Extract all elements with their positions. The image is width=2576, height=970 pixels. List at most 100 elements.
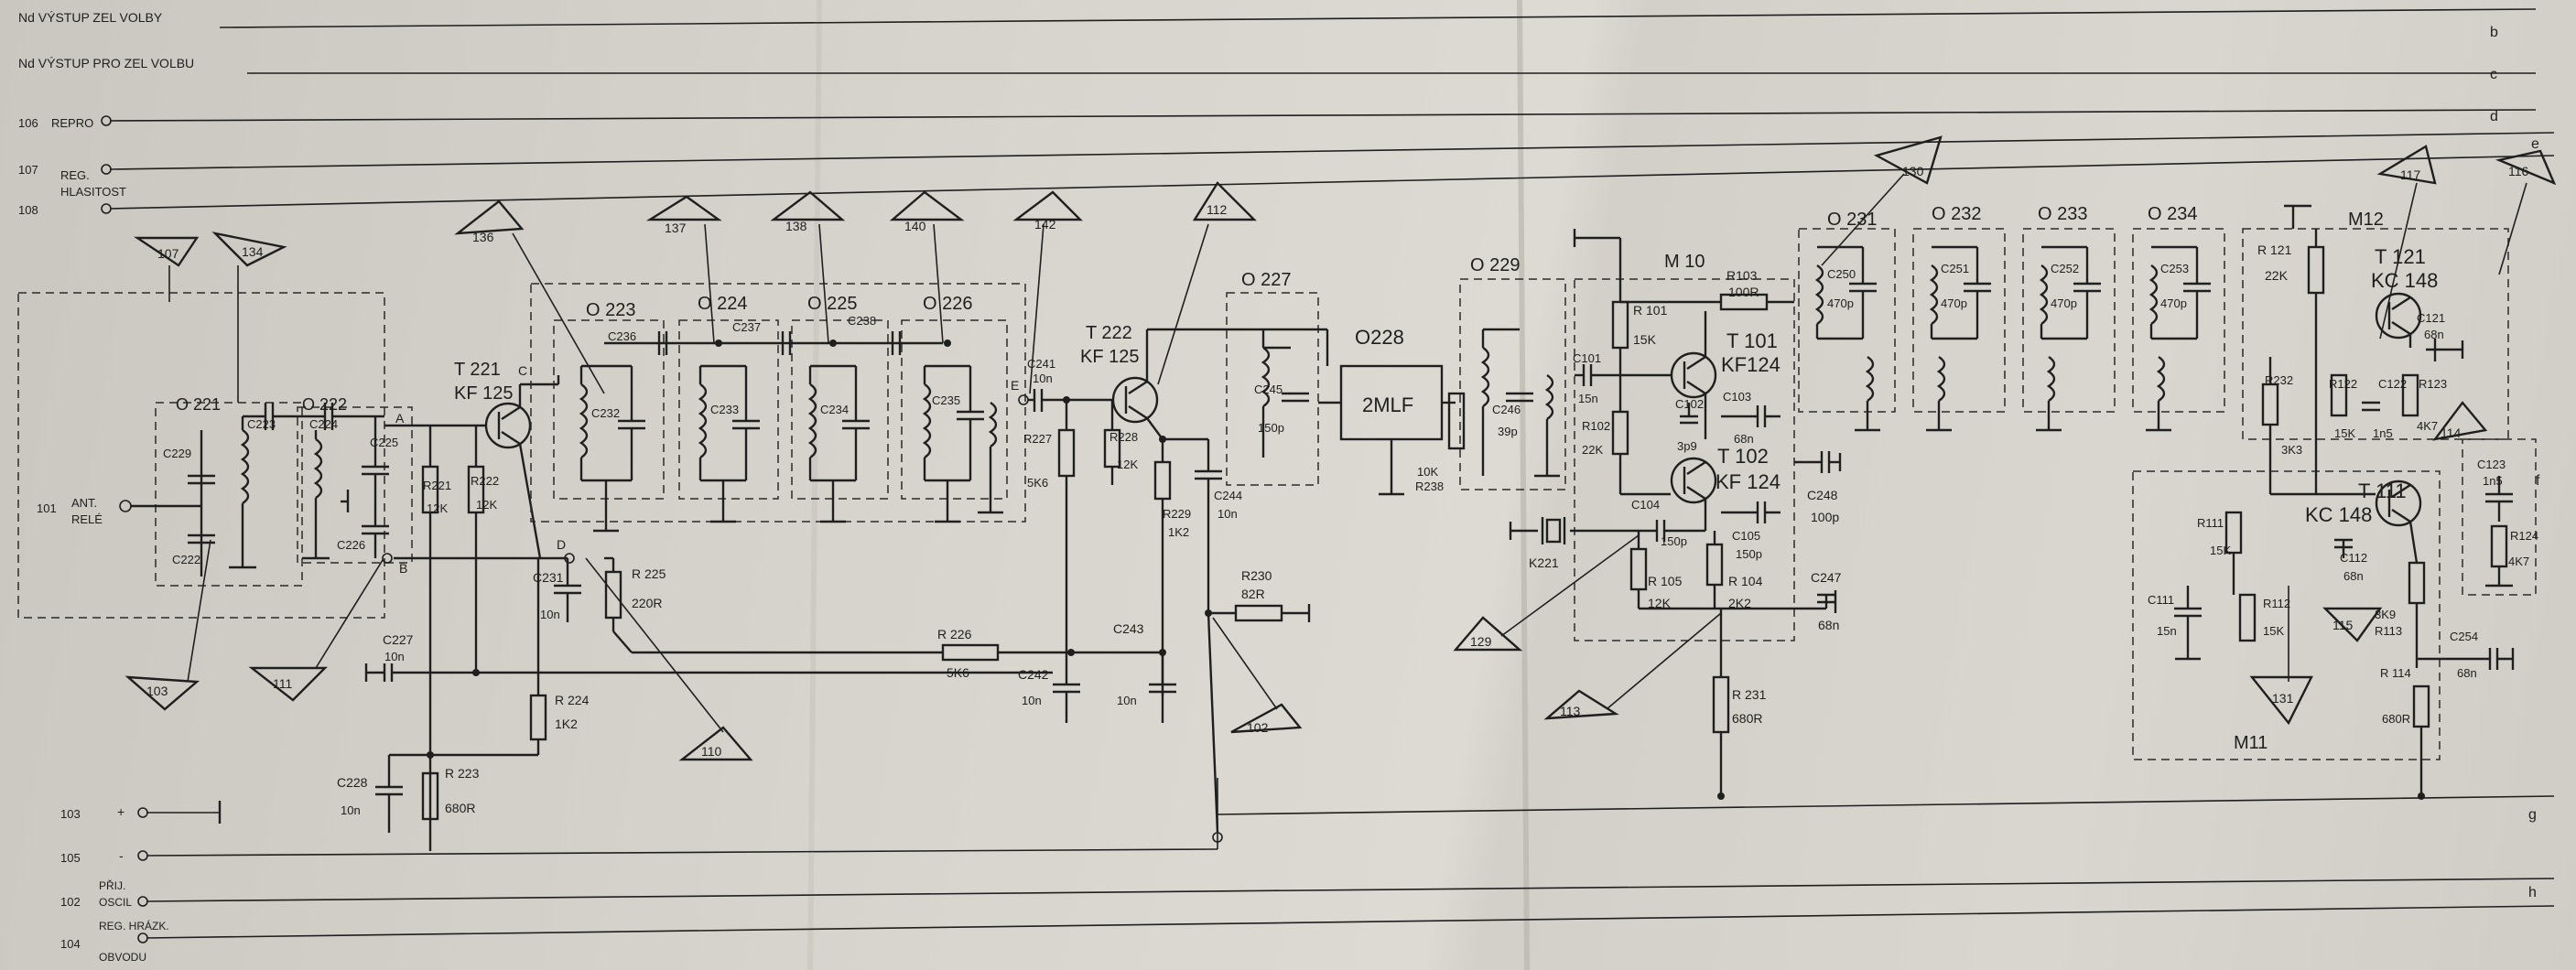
resistor-R227 <box>1057 428 1076 478</box>
value-r238: 10K <box>1417 465 1438 479</box>
value-c228: 10n <box>341 803 361 817</box>
value-c253: 470p <box>2160 296 2187 310</box>
label-c227: C227 <box>383 632 414 647</box>
terminal-101-ant[interactable] <box>119 500 132 512</box>
value-c112: 68n <box>2343 569 2364 583</box>
terminal-oscil: OSCIL <box>99 896 132 909</box>
resistor-R232 <box>2261 383 2279 426</box>
label-M12: M12 <box>2348 210 2384 230</box>
value-c252: 470p <box>2051 296 2077 310</box>
label-c226: C226 <box>337 538 365 552</box>
value-r228: 12K <box>1117 458 1138 471</box>
crystal-K221 <box>1545 518 1562 544</box>
label-c104: C104 <box>1631 498 1660 512</box>
label-c112: C112 <box>2340 551 2367 565</box>
bus-label-v1: Nd VÝSTUP ZEL VOLBY <box>18 10 163 25</box>
terminal-prij: PŘIJ. <box>99 878 125 892</box>
transistor-T121 <box>2375 292 2422 340</box>
resistor-R121 <box>2307 245 2325 295</box>
label-r226: R 226 <box>937 627 972 641</box>
value-c251: 470p <box>1941 296 1967 310</box>
tank-O233 <box>2036 245 2101 432</box>
label-r223: R 223 <box>445 766 480 781</box>
top-bus-lines <box>101 8 2555 214</box>
label-O232: O 232 <box>1932 204 1981 224</box>
flag-label-130: 130 <box>1902 164 1924 178</box>
label-M11: M11 <box>2234 733 2268 753</box>
value-r226: 5K6 <box>947 665 969 680</box>
value-c247: 68n <box>1818 618 1839 632</box>
label-O222: O 222 <box>302 395 347 414</box>
value-r222: 12K <box>476 498 497 512</box>
bus-num-108: 108 <box>18 203 38 217</box>
label-r123: R123 <box>2419 377 2447 391</box>
value-r124: 4K7 <box>2508 555 2529 568</box>
label-O226: O 226 <box>923 294 972 314</box>
flag-label-134: 134 <box>242 244 264 259</box>
resistor-R238 <box>1447 392 1466 450</box>
value-c250: 470p <box>1827 296 1854 310</box>
label-r103: R103 <box>1726 268 1758 283</box>
label-r104: R 104 <box>1728 574 1763 588</box>
transistor-T101 <box>1670 351 1717 399</box>
value-r105: 12K <box>1648 596 1672 610</box>
transistor-T222 <box>1111 376 1159 424</box>
resistor-R231 <box>1712 675 1730 734</box>
bus-letter-g: g <box>2528 807 2537 823</box>
label-c241: C241 <box>1027 357 1055 371</box>
terminal-reg-hrazk: REG. HRÁZK. <box>99 919 169 932</box>
label-c233: C233 <box>710 403 739 416</box>
node-B: B <box>399 561 407 576</box>
resistor-R230 <box>1234 604 1283 622</box>
label-c123: C123 <box>2477 458 2506 471</box>
flag-114 <box>2432 401 2488 441</box>
bus-label-reg: REG. <box>60 168 90 182</box>
resistor-R105 <box>1629 547 1648 591</box>
M12-outline <box>2242 228 2509 440</box>
flag-label-103: 103 <box>146 684 168 698</box>
resistor-R124 <box>2490 524 2508 568</box>
node-C: C <box>518 363 527 378</box>
bus-letter-f: f <box>2536 473 2540 489</box>
flag-label-129: 129 <box>1470 634 1492 649</box>
resistor-R229 <box>1153 460 1172 501</box>
label-c247: C247 <box>1811 570 1842 585</box>
flag-label-138: 138 <box>785 219 807 233</box>
label-r105: R 105 <box>1648 574 1683 588</box>
resistor-R114 <box>2412 684 2430 728</box>
label-O229: O 229 <box>1470 255 1520 275</box>
label-2MLF: 2MLF <box>1362 393 1413 416</box>
value-c254: 68n <box>2457 666 2477 680</box>
label-c231: C231 <box>533 570 564 585</box>
terminal-102-num: 102 <box>60 895 81 909</box>
flag-129 <box>1453 534 1640 652</box>
label-T102-type: KF 124 <box>1716 470 1780 493</box>
value-r231: 680R <box>1732 711 1762 726</box>
flag-label-131: 131 <box>2272 691 2294 706</box>
value-c123: 1n5 <box>2483 474 2503 488</box>
flag-label-107: 107 <box>157 246 179 261</box>
label-r225: R 225 <box>632 566 666 581</box>
C123-outline <box>2462 438 2537 596</box>
O234-outline <box>2132 228 2225 413</box>
value-c243: 10n <box>1117 694 1137 707</box>
bus-num-107: 107 <box>18 163 38 177</box>
terminal-101-num: 101 <box>37 501 57 515</box>
bus-letter-d: d <box>2490 109 2498 124</box>
label-c225: C225 <box>370 436 398 449</box>
value-c122: 1n5 <box>2373 426 2393 440</box>
label-c246: C246 <box>1492 403 1521 416</box>
paper-fold <box>807 0 822 970</box>
label-r122: R122 <box>2329 377 2357 391</box>
value-r229: 1K2 <box>1168 525 1189 539</box>
value-r122: 15K <box>2334 426 2355 440</box>
node-E: E <box>1011 378 1019 393</box>
label-T111-type: KC 148 <box>2305 503 2372 526</box>
resistor-R123 <box>2401 373 2419 417</box>
transistor-T111 <box>2375 480 2422 527</box>
tank-O225 <box>807 364 870 523</box>
resistor-R224 <box>529 694 547 741</box>
value-r232: 3K3 <box>2281 443 2302 457</box>
resistor-R112 <box>2238 593 2257 642</box>
flag-label-113: 113 <box>1560 704 1581 718</box>
